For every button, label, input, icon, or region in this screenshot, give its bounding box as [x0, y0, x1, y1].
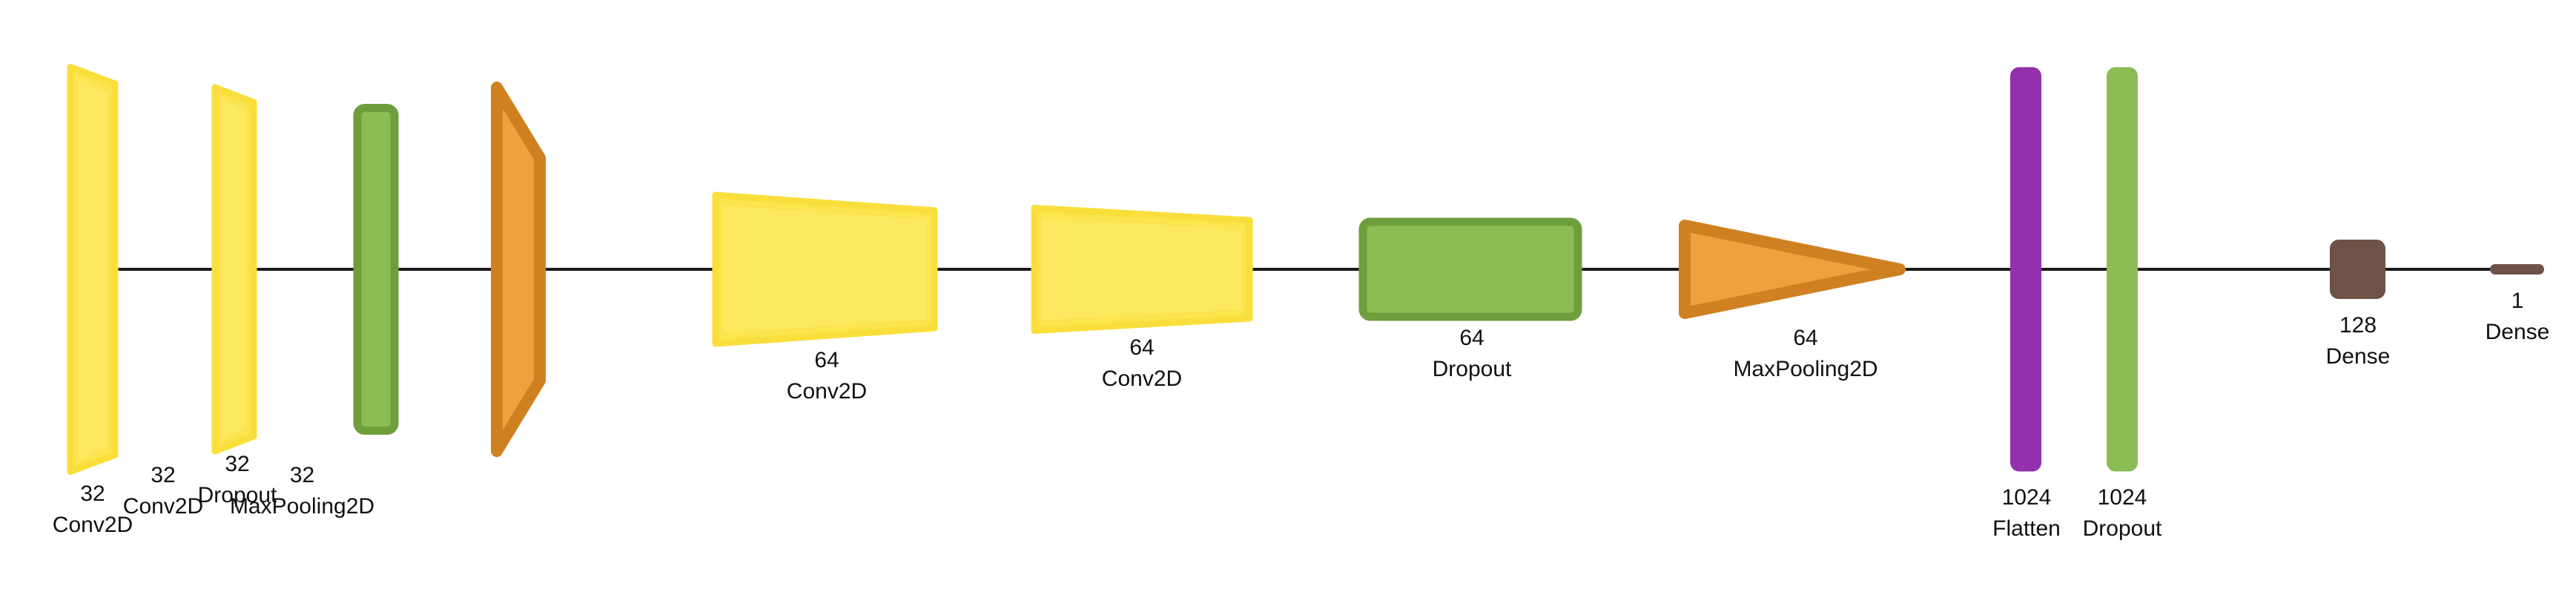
dropout-inner-face: [366, 116, 386, 423]
layer-shape-dropout-2[interactable]: [1358, 217, 1582, 321]
layer-shape-dense-2[interactable]: [2490, 264, 2544, 275]
layer-units-dense-1: 128: [2339, 313, 2377, 338]
layer-units-conv2d-4: 64: [1129, 335, 1155, 360]
layer-bar: [2107, 67, 2138, 472]
layer-type-dropout-3: Dropout: [2082, 516, 2162, 541]
layer-shape-conv2d-1[interactable]: [67, 64, 119, 475]
layer-bar: [2010, 67, 2041, 472]
layer-shape-dropout-1[interactable]: [353, 104, 399, 435]
layer-units-maxpool-2: 64: [1793, 326, 1818, 350]
conv2d-inner-face: [222, 98, 246, 441]
layer-type-conv2d-2: Conv2D: [122, 494, 204, 519]
layer-type-dropout-1: Dropout: [197, 483, 277, 507]
layer-units-conv2d-2: 32: [151, 463, 176, 487]
dropout-inner-face: [1371, 230, 1570, 309]
layer-bar: [2330, 240, 2385, 299]
layer-shape-dense-1[interactable]: [2330, 240, 2385, 299]
layer-units-dropout-3: 1024: [2097, 485, 2147, 510]
layer-type-dense-1: Dense: [2325, 344, 2391, 369]
layer-type-conv2d-3: Conv2D: [786, 379, 868, 404]
layer-units-dropout-2: 64: [1459, 326, 1484, 350]
layer-shape-maxpool-1[interactable]: [491, 82, 546, 457]
layer-units-dropout-1: 32: [225, 452, 250, 476]
layer-type-flatten-1: Flatten: [1992, 516, 2061, 541]
conv2d-inner-face: [78, 77, 108, 461]
layer-shape-maxpool-2[interactable]: [1679, 220, 1906, 319]
layer-units-conv2d-1: 32: [80, 481, 105, 506]
layer-units-maxpool-1: 32: [289, 463, 315, 487]
layer-type-conv2d-1: Conv2D: [52, 513, 133, 537]
layer-type-maxpool-1: MaxPooling2D: [229, 494, 375, 519]
layer-shape-conv2d-3[interactable]: [712, 191, 938, 347]
conv2d-inner-face: [1042, 218, 1242, 320]
layer-units-dense-2: 1: [2511, 289, 2524, 313]
layer-type-conv2d-4: Conv2D: [1101, 366, 1183, 391]
layer-type-maxpool-2: MaxPooling2D: [1733, 357, 1878, 381]
conv2d-inner-face: [723, 206, 927, 333]
layer-bar: [2490, 264, 2544, 275]
layer-type-dense-2: Dense: [2485, 320, 2550, 344]
maxpool-triangle: [1679, 220, 1906, 319]
layer-units-flatten-1: 1024: [2001, 485, 2052, 510]
layer-shape-conv2d-2[interactable]: [211, 84, 257, 455]
layer-type-dropout-2: Dropout: [1432, 357, 1512, 381]
layer-shape-conv2d-4[interactable]: [1031, 205, 1253, 334]
maxpool-taper: [491, 82, 546, 457]
layer-shape-flatten-1[interactable]: [2010, 67, 2041, 472]
layer-shape-dropout-3[interactable]: [2107, 67, 2138, 472]
layer-units-conv2d-3: 64: [814, 348, 839, 372]
